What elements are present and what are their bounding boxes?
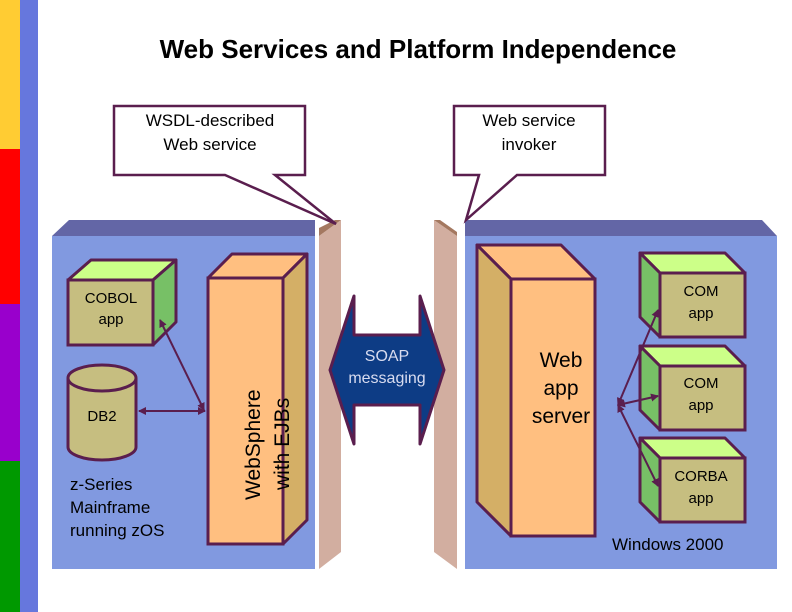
db2-cylinder: DB2	[66, 363, 138, 462]
invoker-callout-line1: Web service	[482, 111, 575, 130]
com2-label-2: app	[688, 397, 713, 414]
cobol-label-2: app	[98, 311, 123, 328]
zseries-label-2: Mainframe	[70, 498, 150, 517]
zseries-label-1: z-Series	[70, 475, 132, 494]
accent-bar-purple	[0, 304, 20, 461]
right-pillar	[434, 220, 457, 569]
app-server-label-2: app	[543, 377, 578, 400]
corba-app-box: CORBA app	[638, 436, 747, 524]
websphere-label-1: WebSphere	[242, 389, 265, 500]
accent-bar-yellow	[0, 0, 20, 149]
websphere-server: WebSphere with EJBs	[206, 252, 309, 546]
websphere-label-2: with EJBs	[271, 398, 294, 491]
soap-arrow: SOAP messaging	[328, 294, 446, 446]
wsdl-callout-line2: Web service	[163, 135, 256, 154]
left-platform-top	[52, 220, 315, 236]
invoker-callout: Web service invoker	[452, 104, 607, 224]
sidebar-stripe	[20, 0, 38, 612]
app-server-label-3: server	[532, 405, 590, 428]
server-com2-arrow	[617, 393, 659, 408]
cobol-app-box: COBOL app	[66, 258, 178, 347]
zseries-label-3: running zOS	[70, 521, 165, 540]
db2-label: DB2	[87, 408, 116, 425]
soap-label-2: messaging	[348, 370, 425, 387]
slide-title: Web Services and Platform Independence	[159, 34, 677, 64]
accent-bar-green	[0, 461, 20, 612]
corba-label-2: app	[688, 490, 713, 507]
invoker-callout-line2: invoker	[502, 135, 557, 154]
app-server-label-1: Web	[540, 349, 583, 372]
com-app-box-1: COM app	[638, 251, 747, 339]
right-platform-top	[465, 220, 777, 236]
server-corba-arrow	[617, 404, 659, 487]
com-app-box-2: COM app	[638, 344, 747, 432]
accent-bar-red	[0, 149, 20, 304]
wsdl-callout: WSDL-described Web service	[112, 104, 337, 226]
server-com1-arrow	[617, 309, 659, 406]
web-app-server: Web app server	[475, 243, 597, 538]
com1-label-2: app	[688, 305, 713, 322]
com2-label-1: COM	[684, 375, 719, 392]
wsdl-callout-line1: WSDL-described	[146, 111, 275, 130]
soap-label-1: SOAP	[365, 348, 409, 365]
corba-label-1: CORBA	[674, 468, 727, 485]
cobol-label-1: COBOL	[85, 290, 138, 307]
cobol-websphere-arrow	[159, 319, 205, 411]
windows-label: Windows 2000	[612, 535, 724, 554]
com1-label-1: COM	[684, 283, 719, 300]
